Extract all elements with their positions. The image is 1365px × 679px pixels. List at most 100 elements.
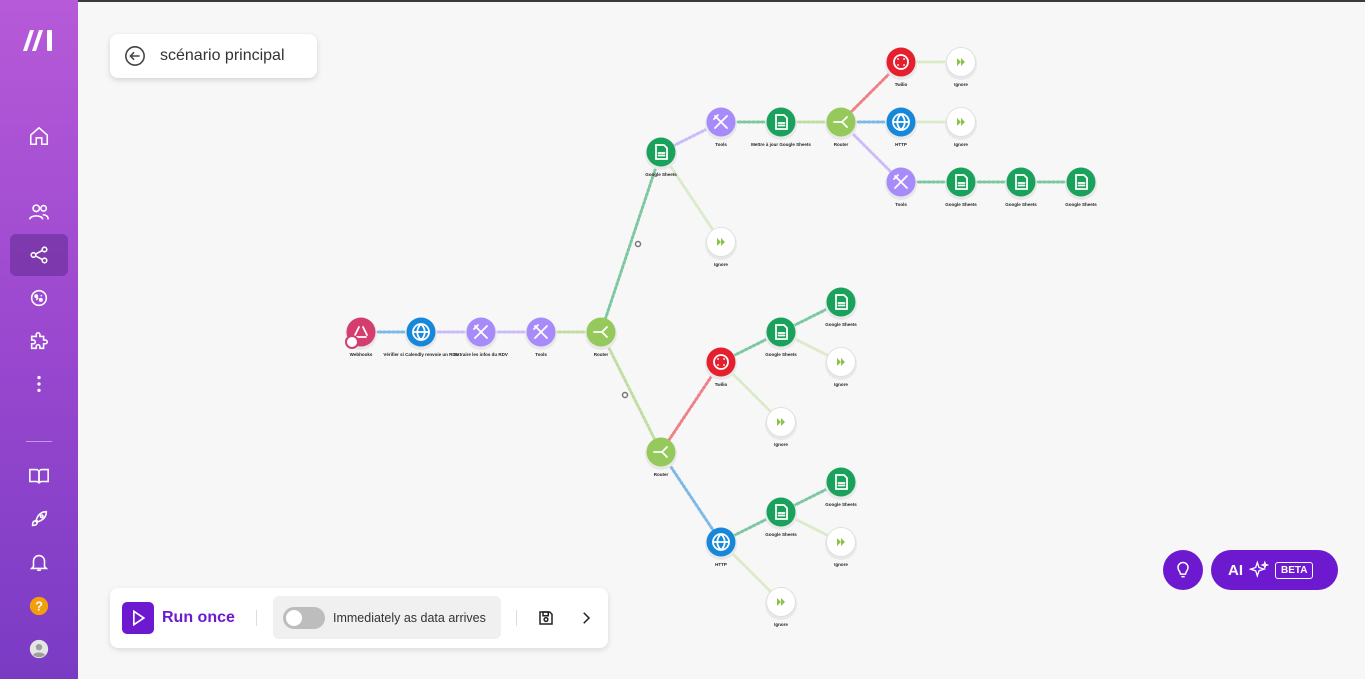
module-label: HTTP (895, 142, 907, 147)
sidebar-item-more[interactable] (10, 363, 68, 405)
back-arrow-icon[interactable] (124, 45, 146, 67)
sidebar-item-home[interactable] (10, 115, 68, 157)
module-router[interactable]: Router (825, 107, 857, 148)
sidebar-item-ai-agents[interactable] (10, 277, 68, 319)
module-http[interactable]: HTTP (885, 107, 917, 148)
module-sheets[interactable]: Google Sheets (765, 497, 797, 538)
module-ignore[interactable]: Ignore (825, 347, 857, 388)
trigger-clock-icon[interactable] (345, 335, 359, 349)
question-icon: ? (29, 596, 49, 616)
schedule-toggle[interactable] (283, 606, 325, 629)
module-circle (766, 317, 796, 347)
ignore-icon (837, 538, 845, 546)
module-ignore[interactable]: Ignore (825, 527, 857, 568)
beta-badge: BETA (1275, 561, 1314, 579)
module-link[interactable] (599, 330, 663, 454)
module-ignore[interactable]: Ignore (765, 407, 797, 448)
module-router[interactable]: Router (585, 317, 617, 358)
hints-button[interactable] (1163, 550, 1203, 590)
module-label: Google Sheets (945, 202, 977, 207)
twilio-icon (893, 54, 909, 70)
module-sheets[interactable]: Google Sheets (645, 137, 677, 178)
module-circle (826, 467, 856, 497)
module-link[interactable] (659, 360, 723, 454)
filter-dot[interactable] (621, 391, 629, 399)
ai-assistant-button[interactable]: AI BETA (1211, 550, 1338, 590)
module-label: Ignore (774, 442, 788, 447)
http-icon (892, 113, 910, 131)
sheets-icon (1075, 174, 1088, 190)
svg-text:?: ? (35, 599, 43, 614)
module-json[interactable]: Extraire les infos du RDV (454, 317, 508, 358)
sidebar-divider (26, 441, 52, 442)
team-icon (29, 204, 49, 220)
schedule-setting[interactable]: Immediately as data arrives (273, 596, 501, 639)
module-http[interactable]: Vérifier si Calendly renvoie un RDV (383, 317, 459, 358)
module-label: Ignore (774, 622, 788, 627)
module-sheets[interactable]: Mettre à jour Google Sheets (751, 107, 811, 148)
save-icon[interactable] (537, 609, 555, 627)
ai-agents-icon (30, 289, 48, 307)
module-sheets[interactable]: Google Sheets (825, 467, 857, 508)
sidebar: ? (0, 0, 78, 679)
ignore-icon (837, 358, 845, 366)
tools-icon (533, 324, 548, 339)
module-http[interactable]: HTTP (705, 527, 737, 568)
module-sheets[interactable]: Google Sheets (945, 167, 977, 208)
sidebar-item-whats-new[interactable] (10, 498, 68, 540)
schedule-label: Immediately as data arrives (333, 610, 486, 625)
module-label: HTTP (715, 562, 727, 567)
module-router[interactable]: Router (645, 437, 677, 478)
module-label: Google Sheets (765, 352, 797, 357)
module-ignore[interactable]: Ignore (765, 587, 797, 628)
router-icon (653, 446, 668, 458)
module-tools[interactable]: Tools (525, 317, 557, 358)
sidebar-item-scenarios[interactable] (10, 234, 68, 276)
router-icon (593, 326, 608, 338)
http-icon (712, 533, 730, 551)
lightbulb-icon (1177, 561, 1189, 578)
play-icon (122, 602, 154, 634)
ignore-icon (777, 598, 785, 606)
run-once-button[interactable]: Run once (122, 602, 235, 634)
sidebar-item-team[interactable] (10, 191, 68, 233)
module-sheets[interactable]: Google Sheets (825, 287, 857, 328)
module-label: Tools (895, 202, 907, 207)
scenario-title[interactable]: scénario principal (160, 47, 285, 64)
module-link[interactable] (599, 150, 663, 334)
sidebar-item-apps[interactable] (10, 320, 68, 362)
more-vertical-icon (37, 375, 41, 393)
module-sheets[interactable]: Google Sheets (765, 317, 797, 358)
module-label: Twilio (715, 382, 728, 387)
module-tools[interactable]: Tools (705, 107, 737, 148)
sidebar-item-help-center[interactable] (10, 455, 68, 497)
module-label: Ignore (834, 562, 848, 567)
scenario-title-card: scénario principal (110, 34, 317, 78)
module-link[interactable] (659, 150, 723, 244)
module-circle (1066, 167, 1096, 197)
module-sheets[interactable]: Google Sheets (1065, 167, 1097, 208)
ignore-icon (957, 58, 965, 66)
module-twilio[interactable]: Twilio (705, 347, 737, 388)
module-ignore[interactable]: Ignore (705, 227, 737, 268)
sidebar-item-help[interactable]: ? (10, 585, 68, 627)
make-logo[interactable] (21, 27, 57, 53)
sidebar-item-notifications[interactable] (10, 541, 68, 583)
module-ignore[interactable]: Ignore (945, 107, 977, 148)
filter-dot[interactable] (634, 240, 642, 248)
module-label: Mettre à jour Google Sheets (751, 142, 811, 147)
rocket-icon (31, 510, 48, 527)
module-webhooks[interactable]: Webhooks (345, 317, 377, 358)
sidebar-item-profile[interactable] (10, 628, 68, 670)
module-link[interactable] (659, 450, 723, 544)
module-ignore[interactable]: Ignore (945, 47, 977, 88)
puzzle-icon (30, 331, 49, 350)
module-sheets[interactable]: Google Sheets (1005, 167, 1037, 208)
scenarios-icon (30, 246, 48, 264)
module-label: Twilio (895, 82, 908, 87)
chevron-right-icon[interactable] (577, 609, 595, 627)
module-twilio[interactable]: Twilio (885, 47, 917, 88)
module-tools[interactable]: Tools (885, 167, 917, 208)
module-label: Tools (715, 142, 727, 147)
